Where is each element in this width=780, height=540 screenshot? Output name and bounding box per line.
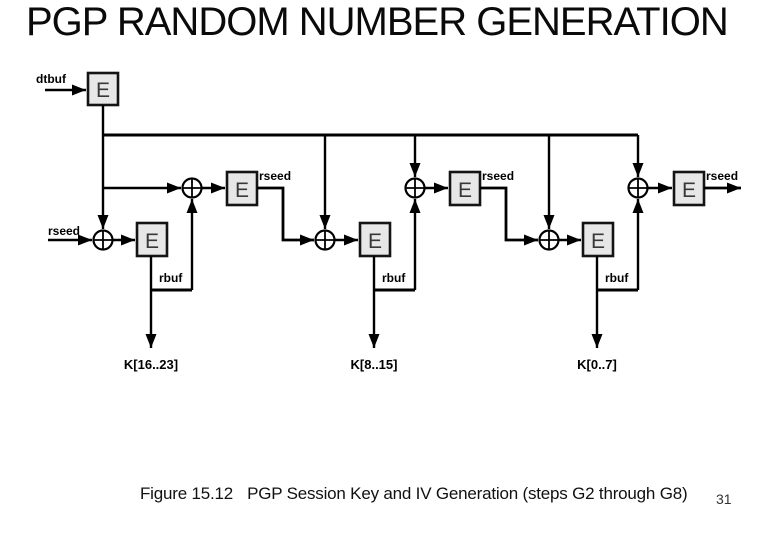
svg-text:E: E <box>235 179 249 202</box>
svg-text:E: E <box>591 230 605 253</box>
figure-number: Figure 15.12 <box>140 484 234 503</box>
e-box-lower-2: E <box>358 221 392 258</box>
e-box-letter: E <box>96 79 110 102</box>
key-output-2: K[8..15] <box>351 357 398 372</box>
svg-text:E: E <box>682 179 696 202</box>
xor-node-l2 <box>314 229 336 251</box>
xor-node-l1 <box>92 229 114 251</box>
xor-node-u3 <box>627 177 649 199</box>
xor-node-u1 <box>181 177 203 199</box>
svg-text:E: E <box>368 230 382 253</box>
rseed-label-2: rseed <box>482 169 514 183</box>
dtbuf-label: dtbuf <box>36 72 67 86</box>
e-box-lower-3: E <box>581 221 615 258</box>
e-box-upper-3: E <box>672 170 706 207</box>
page-number: 31 <box>716 491 732 507</box>
stage2-to-stage3 <box>480 186 538 246</box>
stage1-to-stage2 <box>257 186 314 246</box>
key-output-1: K[16..23] <box>124 357 178 372</box>
rbuf-label-1: rbuf <box>159 271 183 285</box>
key-output-3: K[0..7] <box>577 357 617 372</box>
xor-node-u2 <box>404 177 426 199</box>
e-box-upper-1: E <box>225 170 259 207</box>
rseed-input-label: rseed <box>48 224 80 238</box>
rbuf-label-2: rbuf <box>382 271 406 285</box>
figure-caption: Figure 15.12 PGP Session Key and IV Gener… <box>140 484 688 504</box>
svg-text:E: E <box>458 179 472 202</box>
e-box-rect <box>86 71 120 107</box>
e-box-upper-2: E <box>448 170 482 207</box>
e-box-lower-1: E <box>135 221 169 258</box>
rbuf-label-3: rbuf <box>605 271 629 285</box>
svg-text:E: E <box>145 230 159 253</box>
rseed-label-3: rseed <box>706 169 738 183</box>
slide-title: PGP RANDOM NUMBER GENERATION <box>26 0 729 44</box>
xor-node-l3 <box>538 229 560 251</box>
figure-title: PGP Session Key and IV Generation (steps… <box>247 484 688 503</box>
rseed-label-1: rseed <box>259 169 291 183</box>
e-box-top: E <box>86 71 120 107</box>
